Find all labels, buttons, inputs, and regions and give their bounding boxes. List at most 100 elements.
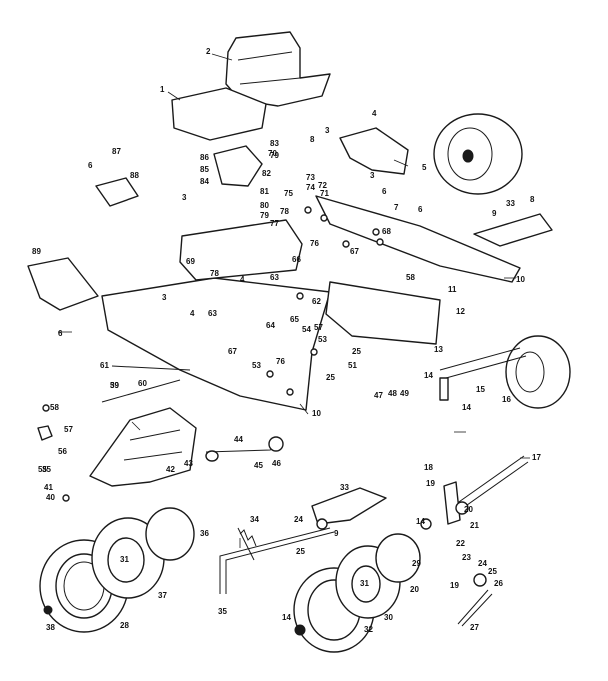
callout-54: 54 [302, 325, 311, 334]
callout-57: 57 [64, 425, 73, 434]
callout-30: 30 [384, 613, 393, 622]
hardware-center [266, 206, 384, 396]
callout-34: 34 [250, 515, 259, 524]
rear-wheel-right [293, 533, 421, 653]
transmission [89, 407, 197, 487]
callout-22: 22 [456, 539, 465, 548]
callout-15: 15 [476, 385, 485, 394]
frame [101, 195, 521, 411]
callout-53: 53 [318, 335, 327, 344]
callout-63: 63 [208, 309, 217, 318]
callout-78: 78 [280, 207, 289, 216]
callout-19: 19 [426, 479, 435, 488]
callout-10: 10 [516, 275, 525, 284]
callout-76: 76 [310, 239, 319, 248]
callout-14: 14 [424, 371, 433, 380]
callout-40: 40 [46, 493, 55, 502]
callout-19: 19 [450, 581, 459, 590]
callout-81: 81 [260, 187, 269, 196]
clip-parts [37, 404, 70, 502]
callout-3: 3 [162, 293, 167, 302]
callout-21: 21 [470, 521, 479, 530]
callout-8: 8 [530, 195, 535, 204]
callout-2: 2 [206, 47, 211, 56]
callout-71: 71 [320, 189, 329, 198]
callout-7: 7 [394, 203, 399, 212]
callout-42: 42 [166, 465, 175, 474]
callout-88: 88 [130, 171, 139, 180]
callout-51: 51 [348, 361, 357, 370]
callout-4: 4 [372, 109, 377, 118]
brake-band [311, 487, 387, 530]
callout-14: 14 [416, 517, 425, 526]
callout-67: 67 [228, 347, 237, 356]
callout-76: 76 [276, 357, 285, 366]
callout-58: 58 [406, 273, 415, 282]
callout-66: 66 [292, 255, 301, 264]
callout-67: 67 [350, 247, 359, 256]
rod-left [101, 365, 191, 403]
callout-25: 25 [296, 547, 305, 556]
callout-9: 9 [492, 209, 497, 218]
seat-bracket [213, 145, 263, 187]
callout-85: 85 [200, 165, 209, 174]
callout-78: 78 [210, 269, 219, 278]
callout-77: 77 [270, 219, 279, 228]
callout-47: 47 [374, 391, 383, 400]
callout-83: 83 [270, 139, 279, 148]
rear-wheel-left [39, 507, 195, 633]
callout-70: 70 [268, 149, 277, 158]
callout-48: 48 [388, 389, 397, 398]
callout-24: 24 [478, 559, 487, 568]
callout-62: 62 [312, 297, 321, 306]
callout-56: 56 [58, 447, 67, 456]
callout-10: 10 [312, 409, 321, 418]
pedal-rod [420, 518, 493, 627]
callout-68: 68 [382, 227, 391, 236]
callout-6: 6 [58, 329, 63, 338]
callout-79: 79 [270, 151, 279, 160]
callout-43: 43 [184, 459, 193, 468]
callout-49: 49 [400, 389, 409, 398]
side-bracket [95, 177, 139, 207]
callout-31: 31 [120, 555, 129, 564]
callout-14: 14 [462, 403, 471, 412]
leader-lines [58, 53, 530, 548]
callout-59: 59 [110, 381, 119, 390]
callout-3: 3 [325, 126, 330, 135]
callout-25: 25 [326, 373, 335, 382]
callout-35: 35 [42, 465, 51, 474]
front-wheel-upper [433, 113, 523, 195]
callout-8: 8 [310, 135, 315, 144]
callout-3: 3 [370, 171, 375, 180]
callout-28: 28 [120, 621, 129, 630]
callout-1: 1 [160, 85, 165, 94]
callout-41: 41 [44, 483, 53, 492]
callout-60: 60 [138, 379, 147, 388]
callout-32: 32 [364, 625, 373, 634]
callout-24: 24 [294, 515, 303, 524]
callout-65: 65 [290, 315, 299, 324]
callout-20: 20 [410, 585, 419, 594]
callout-55: 55 [38, 465, 47, 474]
callout-20: 20 [464, 505, 473, 514]
callout-74: 74 [306, 183, 315, 192]
fender-bracket [339, 127, 409, 175]
callout-31: 31 [360, 579, 369, 588]
callout-9: 9 [334, 529, 339, 538]
callout-82: 82 [262, 169, 271, 178]
callout-39: 39 [110, 381, 119, 390]
callout-14: 14 [282, 613, 291, 622]
callout-53: 53 [252, 361, 261, 370]
callout-29: 29 [412, 559, 421, 568]
callout-38: 38 [46, 623, 55, 632]
axle-bracket [473, 213, 553, 247]
callout-33: 33 [340, 483, 349, 492]
callout-35: 35 [218, 607, 227, 616]
callout-73: 73 [306, 173, 315, 182]
callout-75: 75 [284, 189, 293, 198]
callout-80: 80 [260, 201, 269, 210]
step-plate [27, 257, 99, 311]
callout-6: 6 [88, 161, 93, 170]
